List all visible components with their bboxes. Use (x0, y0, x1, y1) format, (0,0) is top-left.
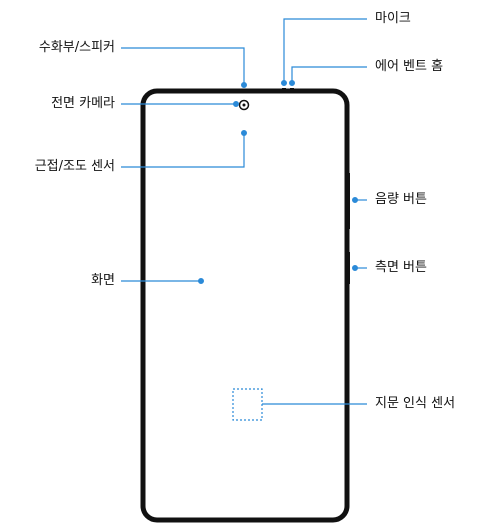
proximity-callout-line (121, 133, 245, 168)
fingerprint-sensor-label: 지문 인식 센서 (375, 396, 456, 411)
mic-hole (282, 88, 286, 91)
speaker-slit (236, 89, 256, 92)
front-camera-lens (242, 103, 246, 107)
vent-hole-label: 에어 벤트 홈 (375, 59, 444, 74)
speaker-label: 수화부/스피커 (38, 40, 115, 55)
proximity-callout-dot (241, 130, 248, 137)
speaker-callout-line (121, 47, 245, 85)
front-camera-label: 전면 카메라 (51, 96, 115, 111)
screen-label: 화면 (91, 273, 115, 288)
volume-button-shape (346, 173, 350, 229)
proximity-sensor-label: 근접/조도 센서 (34, 159, 115, 174)
front-camera-callout-dot (233, 100, 240, 107)
microphone-callout-line (283, 18, 367, 83)
vent-hole (290, 88, 294, 91)
side-button-shape (346, 252, 350, 284)
vent-callout-line (291, 66, 367, 83)
side-button-label: 측면 버튼 (375, 260, 427, 275)
speaker-callout-dot (241, 81, 248, 88)
front-camera-icon (238, 99, 250, 111)
phone-body (140, 88, 350, 523)
fingerprint-area (232, 388, 263, 421)
volume-callout-dot (352, 197, 359, 204)
side-button-callout-dot (352, 265, 359, 272)
microphone-label: 마이크 (375, 11, 411, 26)
vent-callout-dot (289, 79, 296, 86)
microphone-callout-dot (281, 79, 288, 86)
volume-button-label: 음량 버튼 (375, 192, 427, 207)
screen-callout-dot (198, 278, 205, 285)
